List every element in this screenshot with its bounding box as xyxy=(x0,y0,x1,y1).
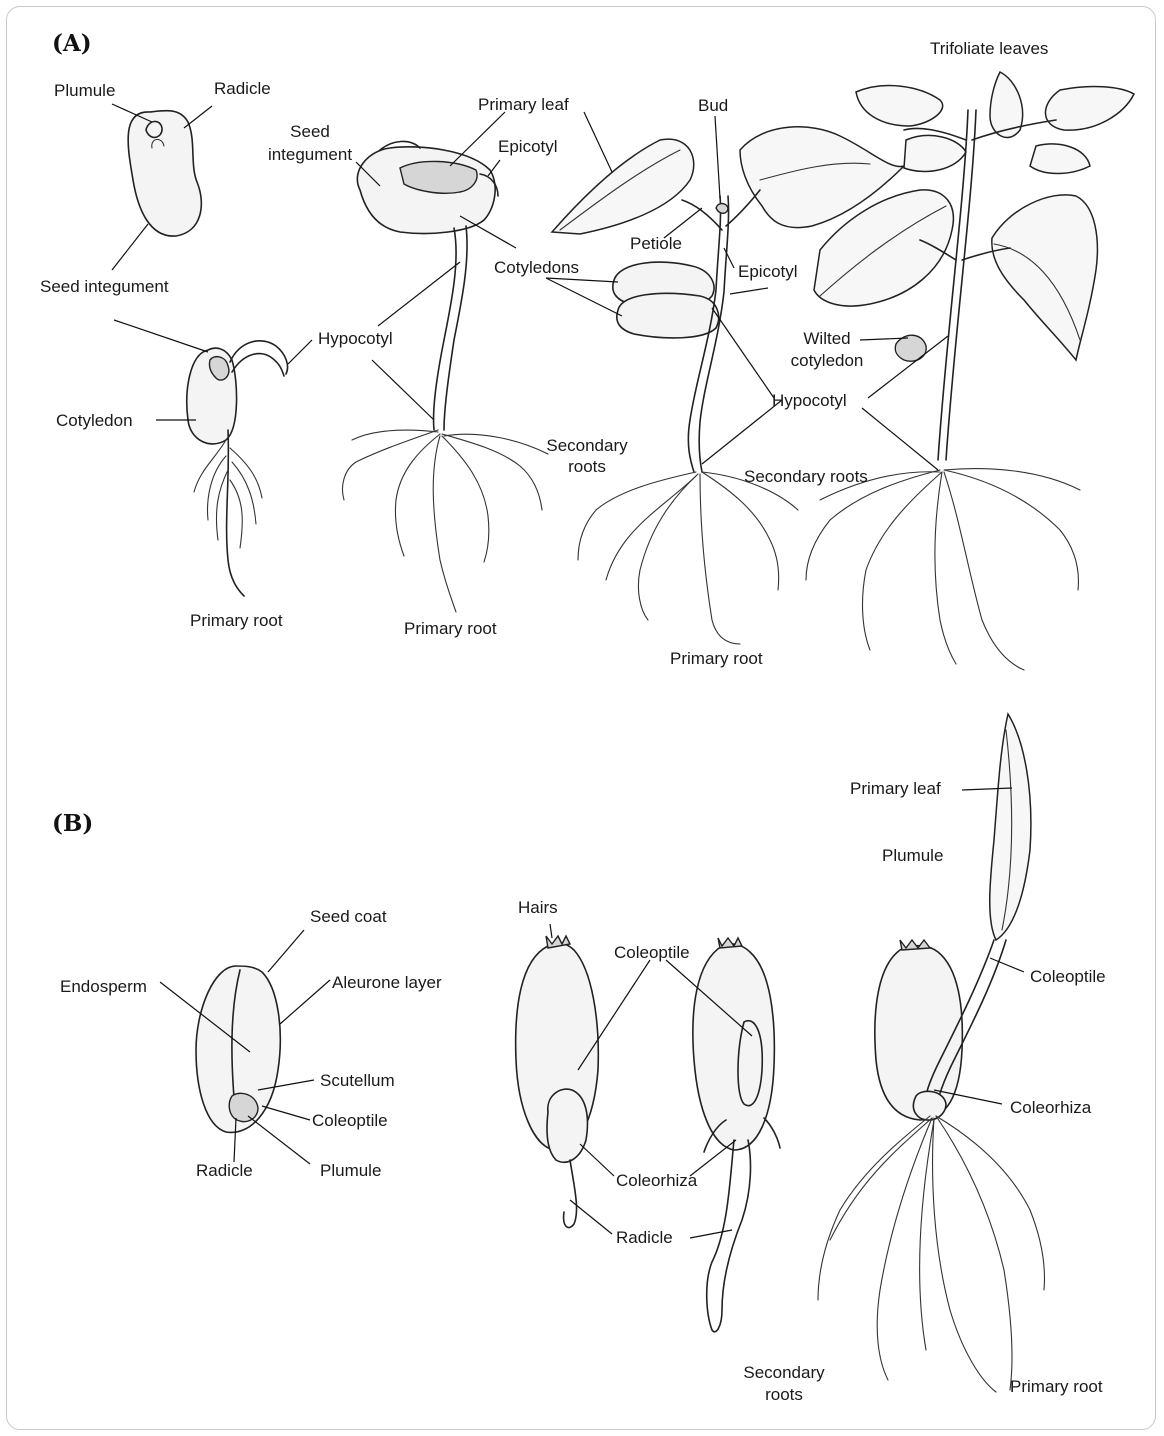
grain-radicle-drawing xyxy=(516,936,599,1228)
label-plumule: Plumule xyxy=(54,80,115,101)
label-plumule-1: Plumule xyxy=(320,1160,381,1181)
label-secondary-roots-1-line1: Secondary xyxy=(546,435,627,456)
panel-label-b: (B) xyxy=(52,810,93,837)
label-seed-integument-2-line2: integument xyxy=(268,144,352,165)
label-coleorhiza-1: Coleorhiza xyxy=(616,1170,697,1191)
label-seed-coat: Seed coat xyxy=(310,906,387,927)
label-seed-integument-2-line1: Seed xyxy=(290,121,330,142)
label-primary-root-2: Primary root xyxy=(404,618,497,639)
label-primary-root-1: Primary root xyxy=(190,610,283,631)
label-bud: Bud xyxy=(698,95,728,116)
label-coleoptile-3: Coleoptile xyxy=(1030,966,1106,987)
label-coleoptile-1: Coleoptile xyxy=(312,1110,388,1131)
label-primary-leaf: Primary leaf xyxy=(478,94,569,115)
label-trifoliate-leaves: Trifoliate leaves xyxy=(930,38,1048,59)
label-secondary-roots-1-line2: roots xyxy=(568,456,606,477)
label-wilted-cotyledon-line1: Wilted xyxy=(803,328,850,349)
label-radicle-1: Radicle xyxy=(196,1160,253,1181)
label-epicotyl-2: Epicotyl xyxy=(738,261,798,282)
label-primary-leaf-b: Primary leaf xyxy=(850,778,941,799)
label-radicle: Radicle xyxy=(214,78,271,99)
germinating-seed-drawing xyxy=(187,341,288,596)
label-coleoptile-2: Coleoptile xyxy=(614,942,690,963)
label-primary-root-b: Primary root xyxy=(1010,1376,1103,1397)
label-hypocotyl-2: Hypocotyl xyxy=(772,390,847,411)
label-secondary-roots-b-line2: roots xyxy=(765,1384,803,1405)
label-cotyledon: Cotyledon xyxy=(56,410,133,431)
grain-coleoptile-drawing xyxy=(693,938,780,1332)
label-epicotyl-1: Epicotyl xyxy=(498,136,558,157)
label-radicle-2: Radicle xyxy=(616,1227,673,1248)
panel-label-a: (A) xyxy=(52,30,92,57)
label-endosperm: Endosperm xyxy=(60,976,147,997)
label-scutellum: Scutellum xyxy=(320,1070,395,1091)
label-hairs: Hairs xyxy=(518,897,558,918)
bean-seed-drawing xyxy=(128,111,201,237)
label-hypocotyl-1: Hypocotyl xyxy=(318,328,393,349)
label-secondary-roots-2: Secondary roots xyxy=(744,466,868,487)
label-secondary-roots-b-line1: Secondary xyxy=(743,1362,824,1383)
label-plumule-2: Plumule xyxy=(882,845,943,866)
hook-seedling-drawing xyxy=(343,141,549,612)
label-petiole: Petiole xyxy=(630,233,682,254)
young-seedling-drawing xyxy=(552,127,904,644)
grass-seedling-drawing xyxy=(818,714,1044,1392)
label-coleorhiza-2: Coleorhiza xyxy=(1010,1097,1091,1118)
label-wilted-cotyledon-line2: cotyledon xyxy=(791,350,864,371)
label-cotyledons: Cotyledons xyxy=(494,257,579,278)
label-primary-root-3: Primary root xyxy=(670,648,763,669)
label-aleurone-layer: Aleurone layer xyxy=(332,972,442,993)
label-seed-integument: Seed integument xyxy=(40,276,169,297)
